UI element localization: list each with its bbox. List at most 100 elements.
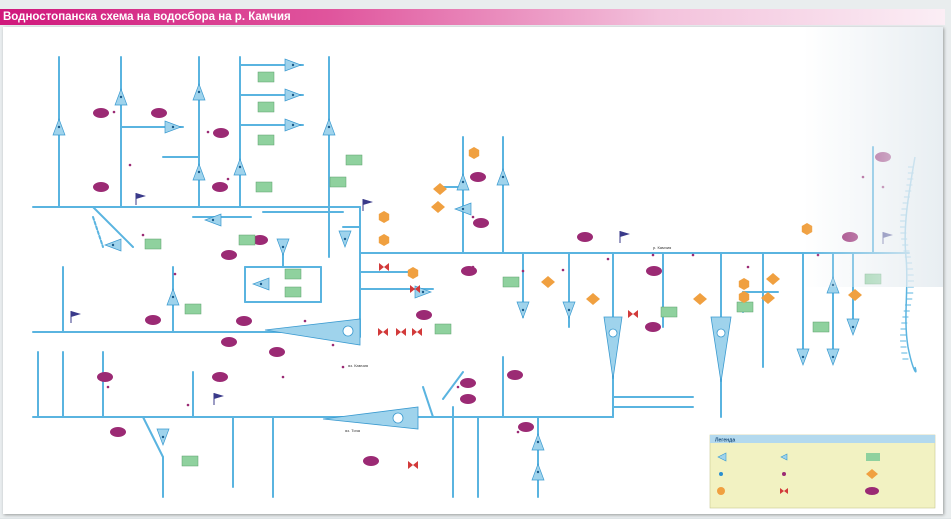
station-dot-icon: [327, 125, 331, 129]
orange-diamond-icon: [541, 276, 555, 288]
valve-icon: [378, 328, 388, 336]
river-segment: [442, 371, 464, 400]
orange-diamond-icon: [866, 469, 878, 479]
user-ellipse-icon: [145, 315, 161, 325]
hexagon-icon: [717, 487, 725, 495]
flag-icon: [363, 199, 373, 205]
user-ellipse-icon: [416, 310, 432, 320]
user-ellipse-icon: [269, 347, 285, 357]
user-ellipse-icon: [473, 218, 489, 228]
user-ellipse-icon: [577, 232, 593, 242]
station-dot-purple-icon: [341, 365, 345, 369]
user-ellipse-icon: [460, 378, 476, 388]
station-dot-icon: [259, 282, 263, 286]
orange-diamond-icon: [431, 201, 445, 213]
flag-icon: [71, 311, 81, 317]
station-dot-icon: [197, 170, 201, 174]
user-square-icon: [257, 134, 275, 146]
user-square-icon: [184, 303, 202, 315]
valve-icon: [396, 328, 406, 336]
legend-items: [717, 452, 880, 495]
user-ellipse-icon: [236, 316, 252, 326]
station-dot-purple-icon: [128, 163, 132, 167]
station-dot-purple-icon: [651, 253, 655, 257]
user-ellipse-icon: [461, 266, 477, 276]
user-ellipse-icon: [865, 487, 879, 495]
orange-diamond-icon: [761, 292, 775, 304]
station-dot-icon: [461, 180, 465, 184]
user-square-icon: [502, 276, 520, 288]
station-dot-icon: [831, 355, 835, 359]
station-dot-icon: [521, 308, 525, 312]
station-dot-purple-icon: [521, 269, 525, 273]
reservoir-kamchia-icon: [264, 318, 361, 346]
station-dot-icon: [461, 207, 465, 211]
station-dot-purple-icon: [206, 130, 210, 134]
station-dot-icon: [211, 218, 215, 222]
station-dot-purple-icon: [606, 257, 610, 261]
station-dot-purple-icon: [782, 472, 786, 476]
station-dot-purple-icon: [746, 265, 750, 269]
legend-panel: Легенда: [709, 434, 936, 509]
station-dot-icon: [421, 290, 425, 294]
user-ellipse-icon: [507, 370, 523, 380]
water-scheme-diagram: яз. Камчия яз. Тича р. Камчия Легенда: [32, 56, 936, 509]
station-dot-purple-icon: [691, 253, 695, 257]
station-dot-icon: [536, 440, 540, 444]
station-dot-purple-icon: [112, 110, 116, 114]
orange-diamond-icon: [586, 293, 600, 305]
main-reservoir-label: яз. Камчия: [348, 363, 368, 368]
user-ellipse-icon: [212, 372, 228, 382]
reservoir-node-icon: [342, 325, 354, 337]
station-dot-icon: [501, 175, 505, 179]
station-dot-purple-icon: [173, 272, 177, 276]
station-dot-icon: [719, 472, 723, 476]
hexagon-icon: [378, 211, 390, 223]
user-square-icon: [736, 301, 754, 313]
title-bar: Водностопанска схема на водосбора на р. …: [0, 9, 945, 25]
station-dot-icon: [291, 93, 295, 97]
station-dot-icon: [119, 95, 123, 99]
station-dot-purple-icon: [516, 430, 520, 434]
river-network: [32, 56, 910, 498]
station-dot-icon: [851, 325, 855, 329]
station-dot-purple-icon: [141, 233, 145, 237]
station-dot-purple-icon: [186, 403, 190, 407]
hexagon-icon: [468, 147, 480, 159]
user-ellipse-icon: [252, 235, 268, 245]
station-dot-purple-icon: [456, 385, 460, 389]
triangle-small-icon: [780, 453, 788, 461]
user-square-icon: [181, 455, 199, 467]
page-title: Водностопанска схема на водосбора на р. …: [3, 11, 291, 23]
station-dot-icon: [343, 237, 347, 241]
diagram-sheet: яз. Камчия яз. Тича р. Камчия Легенда: [3, 27, 943, 514]
triangle-gauge-icon: [717, 452, 727, 462]
orange-diamond-icon: [433, 183, 447, 195]
flag-icon: [214, 393, 224, 399]
user-ellipse-icon: [97, 372, 113, 382]
valve-icon: [408, 461, 418, 469]
user-square-icon: [345, 154, 363, 166]
user-ellipse-icon: [646, 266, 662, 276]
station-dot-icon: [801, 355, 805, 359]
orange-diamond-icon: [848, 289, 862, 301]
station-dot-icon: [536, 470, 540, 474]
orange-diamond-icon: [693, 293, 707, 305]
station-dot-purple-icon: [226, 177, 230, 181]
user-ellipse-icon: [213, 128, 229, 138]
station-dot-purple-icon: [471, 265, 475, 269]
legend-title: Легенда: [715, 438, 735, 444]
station-dot-icon: [161, 435, 165, 439]
station-dot-purple-icon: [331, 343, 335, 347]
hexagon-icon: [738, 278, 750, 290]
user-ellipse-icon: [93, 182, 109, 192]
valve-icon: [410, 285, 420, 293]
user-ellipse-icon: [470, 172, 486, 182]
user-ellipse-icon: [221, 250, 237, 260]
hexagon-icon: [738, 291, 750, 303]
valve-icon: [780, 488, 788, 494]
lower-reservoir-label: яз. Тича: [345, 428, 361, 433]
user-ellipse-icon: [221, 337, 237, 347]
reservoir-node-icon: [716, 328, 726, 338]
symbol-layer: [52, 58, 893, 481]
